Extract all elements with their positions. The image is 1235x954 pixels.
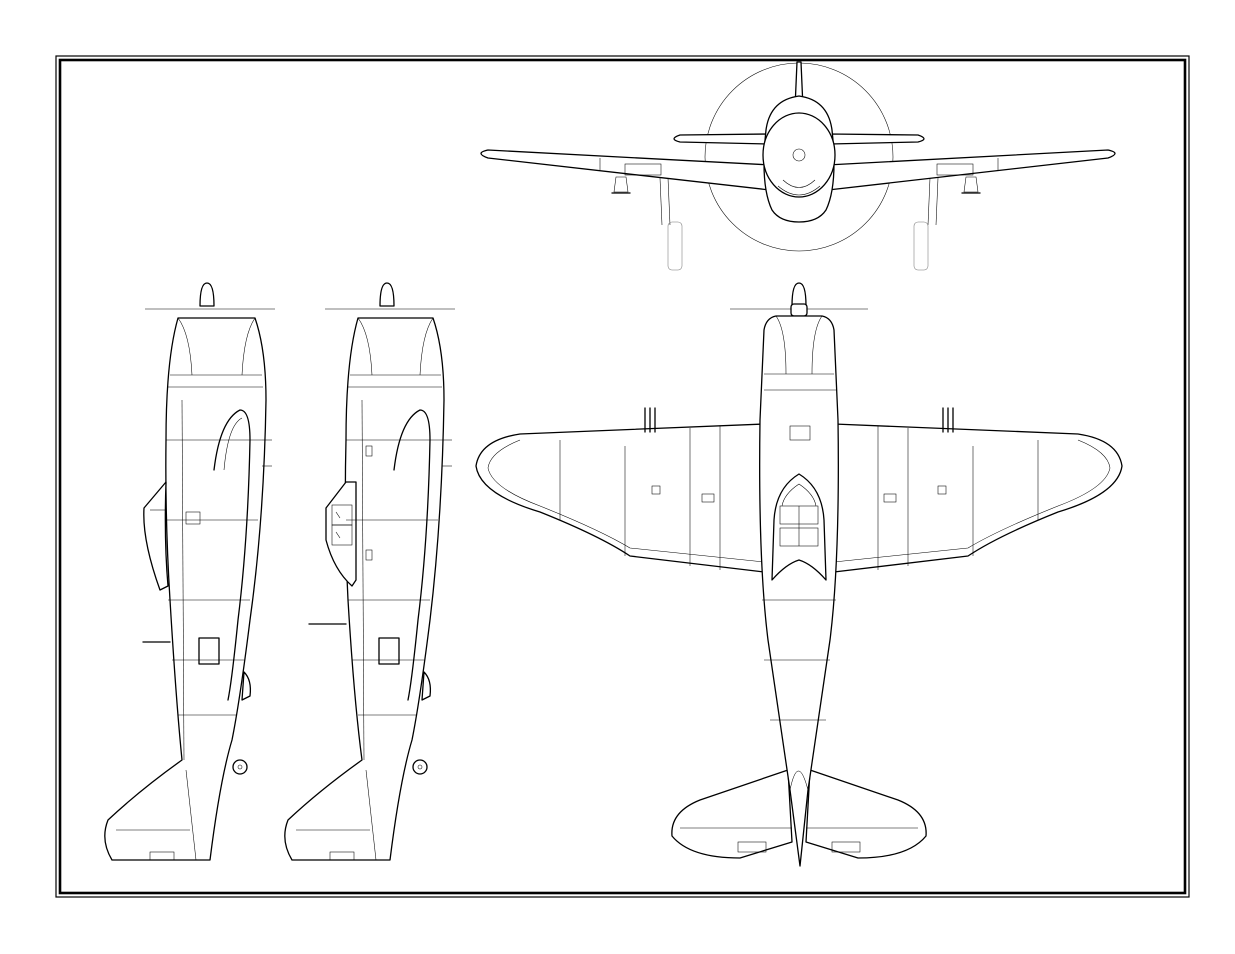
spinner (792, 283, 806, 306)
spinner (200, 283, 214, 306)
spinner (380, 283, 394, 306)
side-left-canopy (144, 482, 168, 590)
top-view (476, 283, 1122, 866)
side-right-canopy (326, 482, 356, 586)
front-view (481, 62, 1115, 270)
side-right-tail-wheel (413, 760, 427, 774)
front-left-wing (481, 150, 771, 190)
front-right-gear (914, 177, 980, 270)
front-cowling (763, 113, 835, 197)
side-view-right (285, 283, 455, 860)
side-view-left (105, 283, 275, 860)
front-left-gear (612, 177, 682, 270)
side-left-tail-wheel (233, 760, 247, 774)
front-right-wing (827, 150, 1115, 190)
side-right-fuselage (285, 318, 444, 860)
